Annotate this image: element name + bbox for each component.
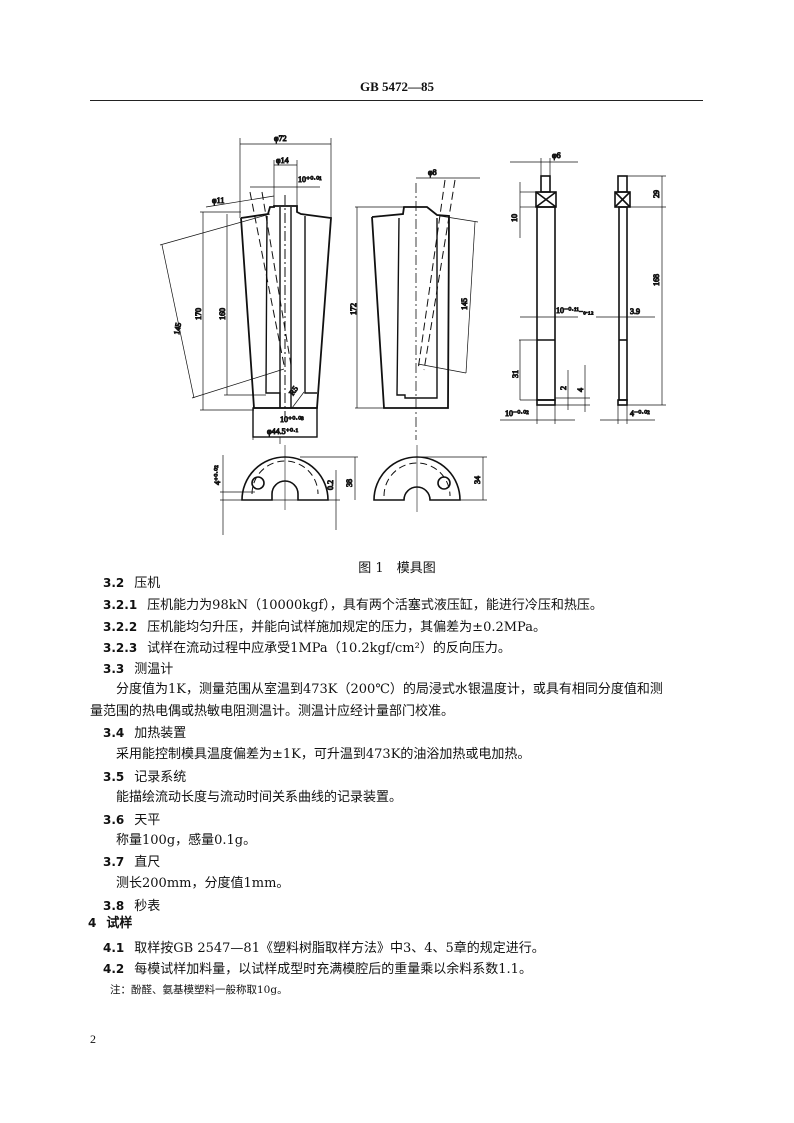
dim-tol-4-002: 4⁻⁰·⁰² [630, 409, 650, 418]
dim-2: 2 [559, 386, 568, 390]
dim-d11: φ11 [212, 196, 224, 205]
dim-d6: φ6 [552, 151, 561, 160]
dim-d8: φ8 [428, 168, 437, 177]
dim-34: 34 [473, 476, 482, 484]
dim-tol-10-011: 10⁻⁰·¹¹₋₀.₁₂ [556, 306, 594, 315]
pin-front-dimensions [500, 158, 590, 424]
dim-29: 29 [652, 190, 661, 198]
plan-view-left [241, 445, 329, 510]
paragraph: 采用能控制模具温度偏差为±1K，可升温到473K的油浴加热或电加热。 [116, 747, 531, 762]
dim-3-9: 3.9 [630, 307, 640, 316]
paragraph: 测长200mm，分度值1mm。 [116, 876, 290, 891]
paragraph: 能描绘流动长度与流动时间关系曲线的记录装置。 [116, 790, 403, 805]
dim-145-right: 145 [460, 298, 469, 310]
right-mold [371, 183, 450, 440]
paragraph: 量范围的热电偶或热敏电阻测温计。测温计应经计量部门校准。 [90, 704, 455, 719]
pin-side [614, 175, 631, 406]
dim-160: 160 [218, 308, 227, 320]
dim-tol-10-002: 10⁻⁰·⁰² [505, 409, 529, 418]
note: 注：酚醛、氨基模塑料一般称取10g。 [110, 984, 288, 996]
dim-170: 170 [194, 308, 203, 320]
dim-31: 31 [511, 370, 520, 378]
dim-tol-4-002b: 4⁺⁰·⁰² [213, 465, 222, 485]
mold-drawing: φ72 φ14 10⁺⁰·⁰¹ φ11 145 170 160 R5 10⁺⁰·… [159, 134, 666, 535]
dim-168: 168 [652, 274, 661, 286]
dim-r5: R5 [287, 384, 300, 397]
document-header: GB 5472—85 [359, 79, 435, 94]
left-mold [240, 205, 332, 438]
right-mold-dashed [417, 179, 456, 371]
dim-tol-10-003: 10⁺⁰·⁰³ [280, 415, 304, 424]
page-number: 2 [90, 1032, 96, 1046]
plan-view-right [373, 445, 461, 512]
dim-38: 38 [345, 479, 354, 487]
dim-0-2: 0.2 [326, 480, 335, 490]
left-mold-dimensions [159, 138, 332, 444]
dim-172: 172 [349, 303, 358, 315]
pin-front [535, 175, 557, 406]
header-rule [90, 100, 703, 101]
dim-tol-10-001: 10⁺⁰·⁰¹ [298, 175, 322, 184]
left-mold-dashed [249, 191, 292, 420]
plan-view-right-dimensions [420, 456, 487, 501]
paragraph: 分度值为1K，测量范围从室温到473K（200℃）的局浸式水银温度计，或具有相同… [116, 682, 663, 697]
plan-view-left-dimensions [220, 455, 358, 535]
paragraph: 称量100g，感量0.1g。 [116, 833, 257, 848]
dim-145-left: 145 [172, 322, 183, 335]
dim-d72: φ72 [274, 134, 287, 143]
dim-10: 10 [510, 214, 519, 222]
dim-4: 4 [576, 388, 585, 392]
right-mold-dimensions [355, 177, 480, 409]
figure-caption: 图 1 模具图 [358, 561, 436, 576]
dim-d14: φ14 [276, 156, 289, 165]
dim-d44-5: φ44.5⁺⁰·¹ [267, 427, 299, 436]
pin-side-dimensions [596, 175, 666, 424]
